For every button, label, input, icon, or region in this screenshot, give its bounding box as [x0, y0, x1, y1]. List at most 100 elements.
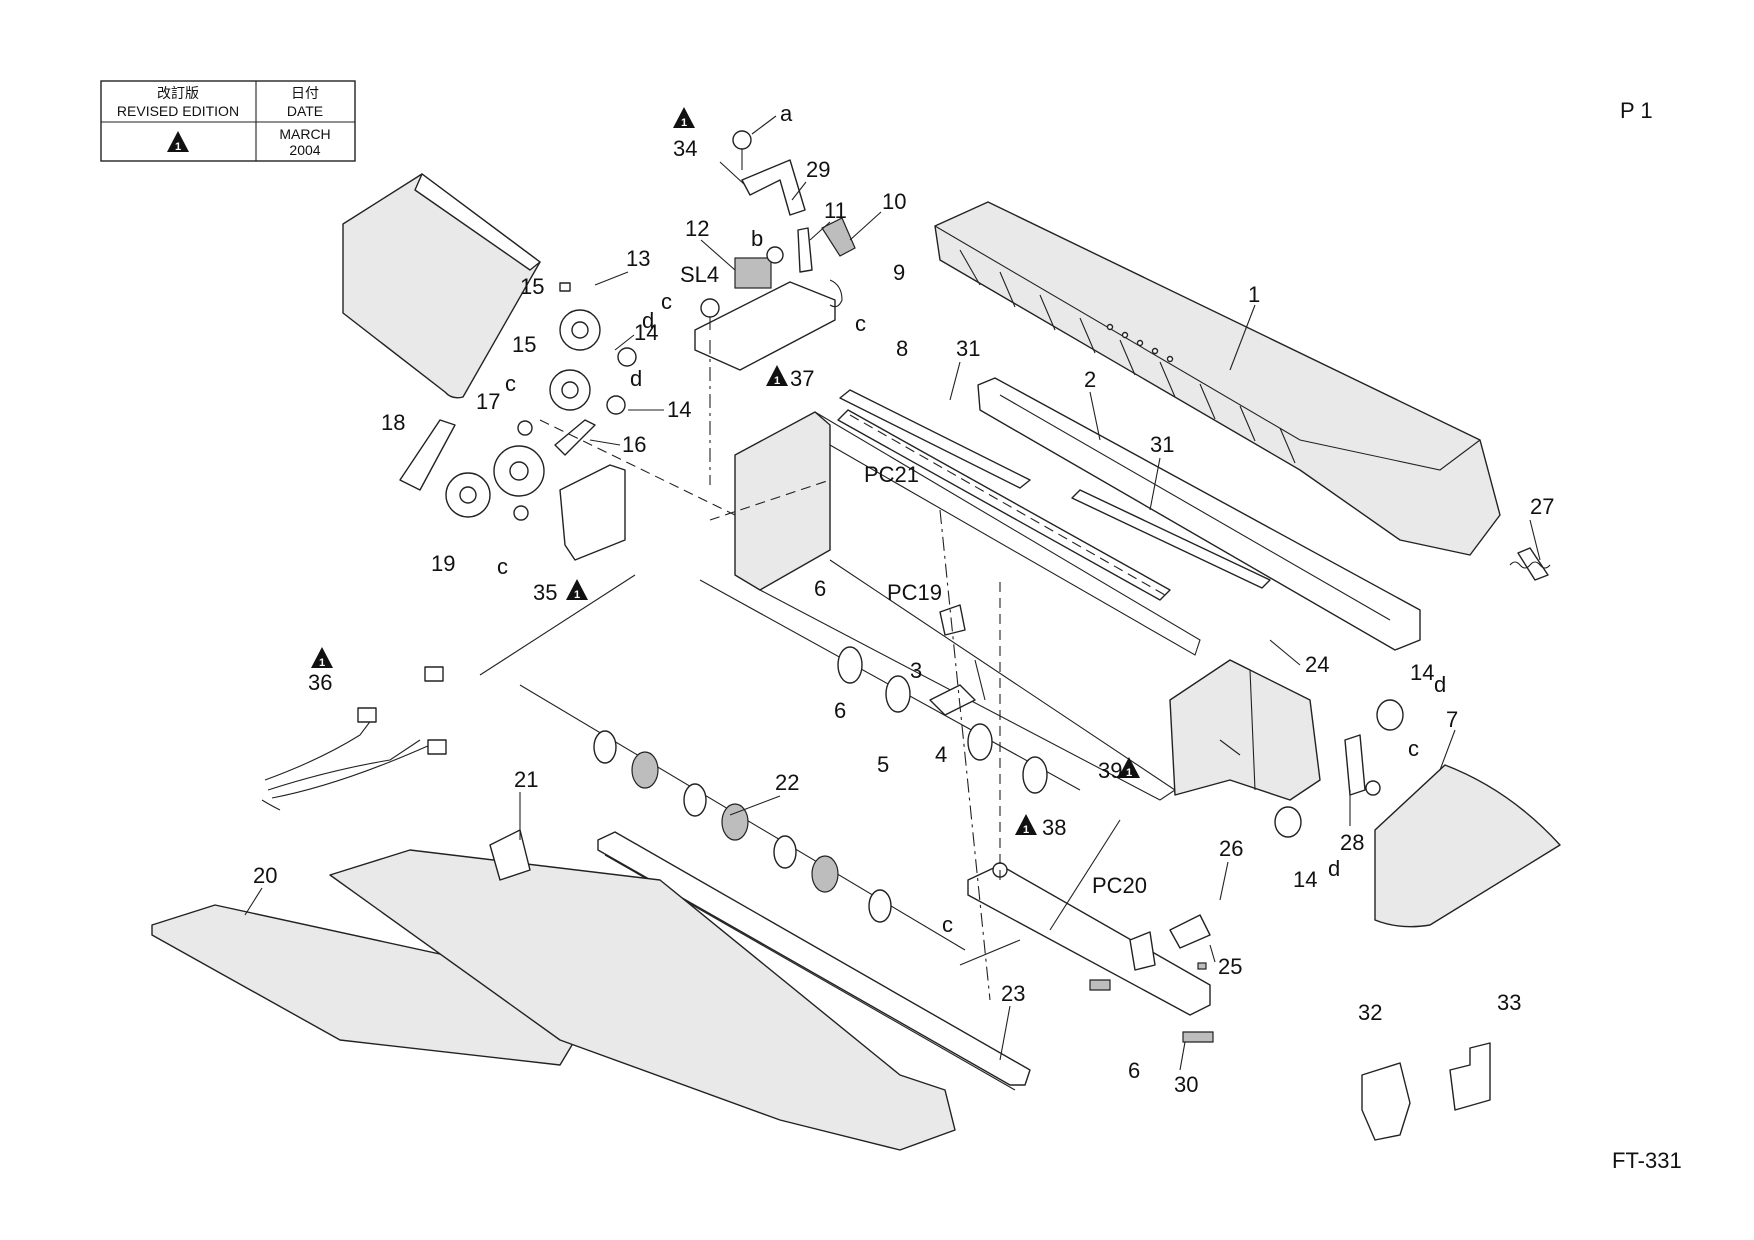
callout-29: 29	[806, 157, 830, 182]
small-brackets-part	[1361, 1042, 1491, 1141]
svg-text:1: 1	[681, 117, 687, 129]
leader-lines	[244, 115, 1541, 1071]
callout-2: 2	[1084, 367, 1096, 392]
callout-37: 37	[790, 366, 814, 391]
revision-triangle-icon: 1	[1015, 814, 1037, 836]
callout-6c: 6	[1128, 1058, 1140, 1083]
callout-c3: c	[505, 371, 516, 396]
callout-sl4: SL4	[680, 262, 719, 287]
callout-d2: d	[630, 366, 642, 391]
callout-d1: d	[642, 308, 654, 333]
revision-triangle-icon: 1	[566, 579, 588, 601]
revision-table: 改訂版 REVISED EDITION 日付 DATE 1 MARCH 2004	[100, 80, 356, 162]
callout-15b: 15	[512, 332, 536, 357]
wire-harness-part	[261, 666, 447, 811]
callout-c2: c	[855, 311, 866, 336]
callout-15a: 15	[520, 274, 544, 299]
callout-labels: 1 2 3 4 5 6 6 6 7 8 9 10 11 12 13 14 14 …	[253, 101, 1554, 1097]
page-label: P 1	[1620, 98, 1653, 123]
callout-1: 1	[1248, 282, 1260, 307]
callout-38: 38	[1042, 815, 1066, 840]
callout-21: 21	[514, 767, 538, 792]
exit-tray-part	[151, 829, 956, 1151]
callout-pc20: PC20	[1092, 873, 1147, 898]
spring-27-part	[1509, 561, 1551, 569]
revision-header-en: REVISED EDITION	[117, 103, 239, 119]
callout-14a: 14	[634, 320, 658, 345]
model-label: FT-331	[1612, 1148, 1682, 1173]
callout-19: 19	[431, 551, 455, 576]
small-levers-part	[766, 217, 856, 308]
callout-35: 35	[533, 580, 557, 605]
assembly-guide-lines	[479, 340, 1241, 1001]
callout-14d: 14	[1293, 867, 1317, 892]
revision-date-month: MARCH	[279, 126, 330, 142]
callout-36: 36	[308, 670, 332, 695]
callout-14b: 14	[667, 397, 691, 422]
callout-7: 7	[1446, 707, 1458, 732]
callout-c1: c	[661, 289, 672, 314]
callout-5: 5	[877, 752, 889, 777]
revision-triangle-icon: 1	[673, 107, 695, 129]
callout-d4: d	[1328, 856, 1340, 881]
roller-shafts-part	[519, 579, 1081, 951]
callout-b: b	[751, 226, 763, 251]
svg-text:1: 1	[1126, 767, 1132, 779]
callout-c6: c	[942, 912, 953, 937]
callout-23: 23	[1001, 981, 1025, 1006]
gear-train-part	[399, 309, 637, 561]
revision-triangle-icon: 1	[167, 131, 189, 153]
revision-triangle-icon: 1	[1118, 757, 1140, 779]
sensor-bracket-part	[967, 862, 1214, 1043]
callout-32: 32	[1358, 1000, 1382, 1025]
callout-9: 9	[893, 260, 905, 285]
callout-8: 8	[896, 336, 908, 361]
callout-c5: c	[1408, 736, 1419, 761]
callout-25: 25	[1218, 954, 1242, 979]
callout-a: a	[780, 101, 793, 126]
callout-33: 33	[1497, 990, 1521, 1015]
guide-plate-part	[977, 377, 1421, 651]
callout-26: 26	[1219, 836, 1243, 861]
svg-text:1: 1	[175, 141, 181, 153]
sensor-actuator-part	[929, 604, 986, 716]
solenoid-sl4	[734, 257, 772, 289]
svg-text:1: 1	[319, 657, 325, 669]
svg-text:1: 1	[774, 375, 780, 387]
revision-triangle-icon: 1	[766, 365, 788, 387]
callout-3: 3	[910, 658, 922, 683]
callout-17: 17	[476, 389, 500, 414]
svg-text:1: 1	[1023, 824, 1029, 836]
callout-24: 24	[1305, 652, 1329, 677]
callout-34: 34	[673, 136, 697, 161]
callout-31b: 31	[1150, 432, 1174, 457]
svg-text:1: 1	[574, 589, 580, 601]
callout-11: 11	[824, 198, 847, 223]
top-cover-part	[934, 201, 1501, 556]
right-side-bushings	[1274, 547, 1549, 838]
callout-14c: 14	[1410, 660, 1434, 685]
callout-6a: 6	[814, 576, 826, 601]
callout-31a: 31	[956, 336, 980, 361]
right-cover-part	[1374, 764, 1561, 928]
callout-16: 16	[622, 432, 646, 457]
callout-13: 13	[626, 246, 650, 271]
date-header-jp: 日付	[291, 85, 319, 101]
callout-6b: 6	[834, 698, 846, 723]
callout-18: 18	[381, 410, 405, 435]
callout-pc19: PC19	[887, 580, 942, 605]
revision-header-jp: 改訂版	[157, 85, 199, 101]
main-frame-part	[734, 411, 1321, 801]
callout-22: 22	[775, 770, 799, 795]
mylar-strips	[837, 389, 1271, 601]
callout-d3: d	[1434, 672, 1446, 697]
left-cover-part	[342, 173, 571, 399]
callout-20: 20	[253, 863, 277, 888]
solenoid-bracket-part	[694, 130, 836, 371]
callout-27: 27	[1530, 494, 1554, 519]
callout-pc21: PC21	[864, 462, 919, 487]
callout-10: 10	[882, 189, 906, 214]
callout-28: 28	[1340, 830, 1364, 855]
callout-30: 30	[1174, 1072, 1198, 1097]
